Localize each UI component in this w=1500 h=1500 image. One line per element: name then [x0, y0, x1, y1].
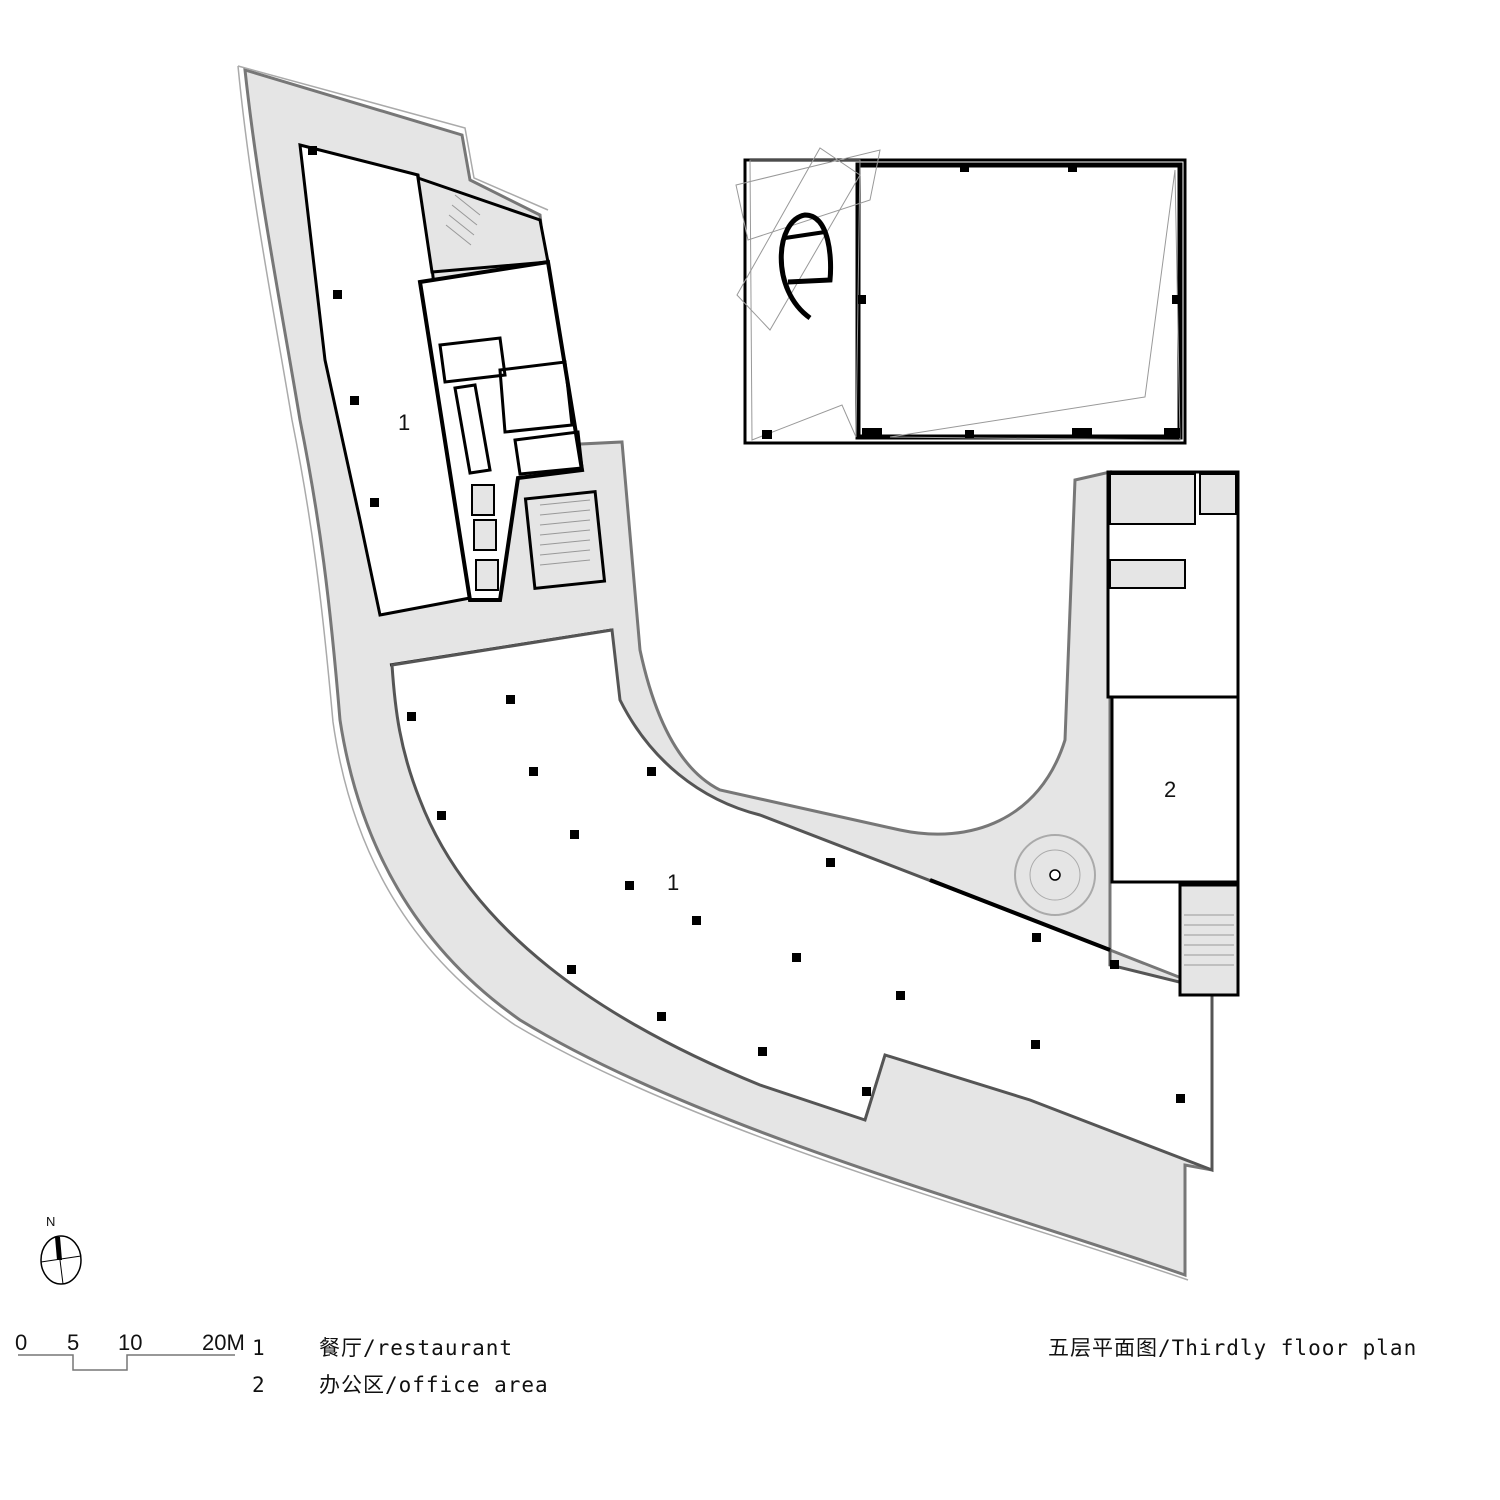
- drawing-title: 五层平面图/Thirdly floor plan: [1048, 1336, 1418, 1360]
- scale-tick-0: 0: [15, 1330, 28, 1355]
- legend-item-office-area: 2 办公区/office area: [252, 1369, 549, 1399]
- office-block: [1014, 470, 1240, 997]
- legend-number: 2: [252, 1373, 266, 1397]
- scale-tick-20m: 20M: [202, 1330, 245, 1355]
- scale-tick-5: 5: [67, 1330, 80, 1355]
- legend-text: 餐厅/restaurant: [318, 1336, 514, 1360]
- north-label: N: [46, 1214, 56, 1229]
- restaurant-main-room: [390, 628, 1214, 1173]
- structural-columns: [308, 146, 1185, 1103]
- scale-bar: [18, 1354, 235, 1371]
- legend-item-restaurant: 1 餐厅/restaurant: [252, 1332, 513, 1362]
- north-arrow-icon: [40, 1235, 82, 1285]
- room-label-office-area: 2: [1164, 777, 1177, 802]
- legend-text: 办公区/office area: [318, 1373, 549, 1397]
- pavilion-block: [735, 147, 1187, 445]
- scale-tick-10: 10: [118, 1330, 143, 1355]
- legend-number: 1: [252, 1336, 266, 1360]
- room-label-restaurant-north: 1: [398, 410, 411, 435]
- room-label-restaurant-main: 1: [667, 870, 680, 895]
- service-core-north: [416, 175, 607, 602]
